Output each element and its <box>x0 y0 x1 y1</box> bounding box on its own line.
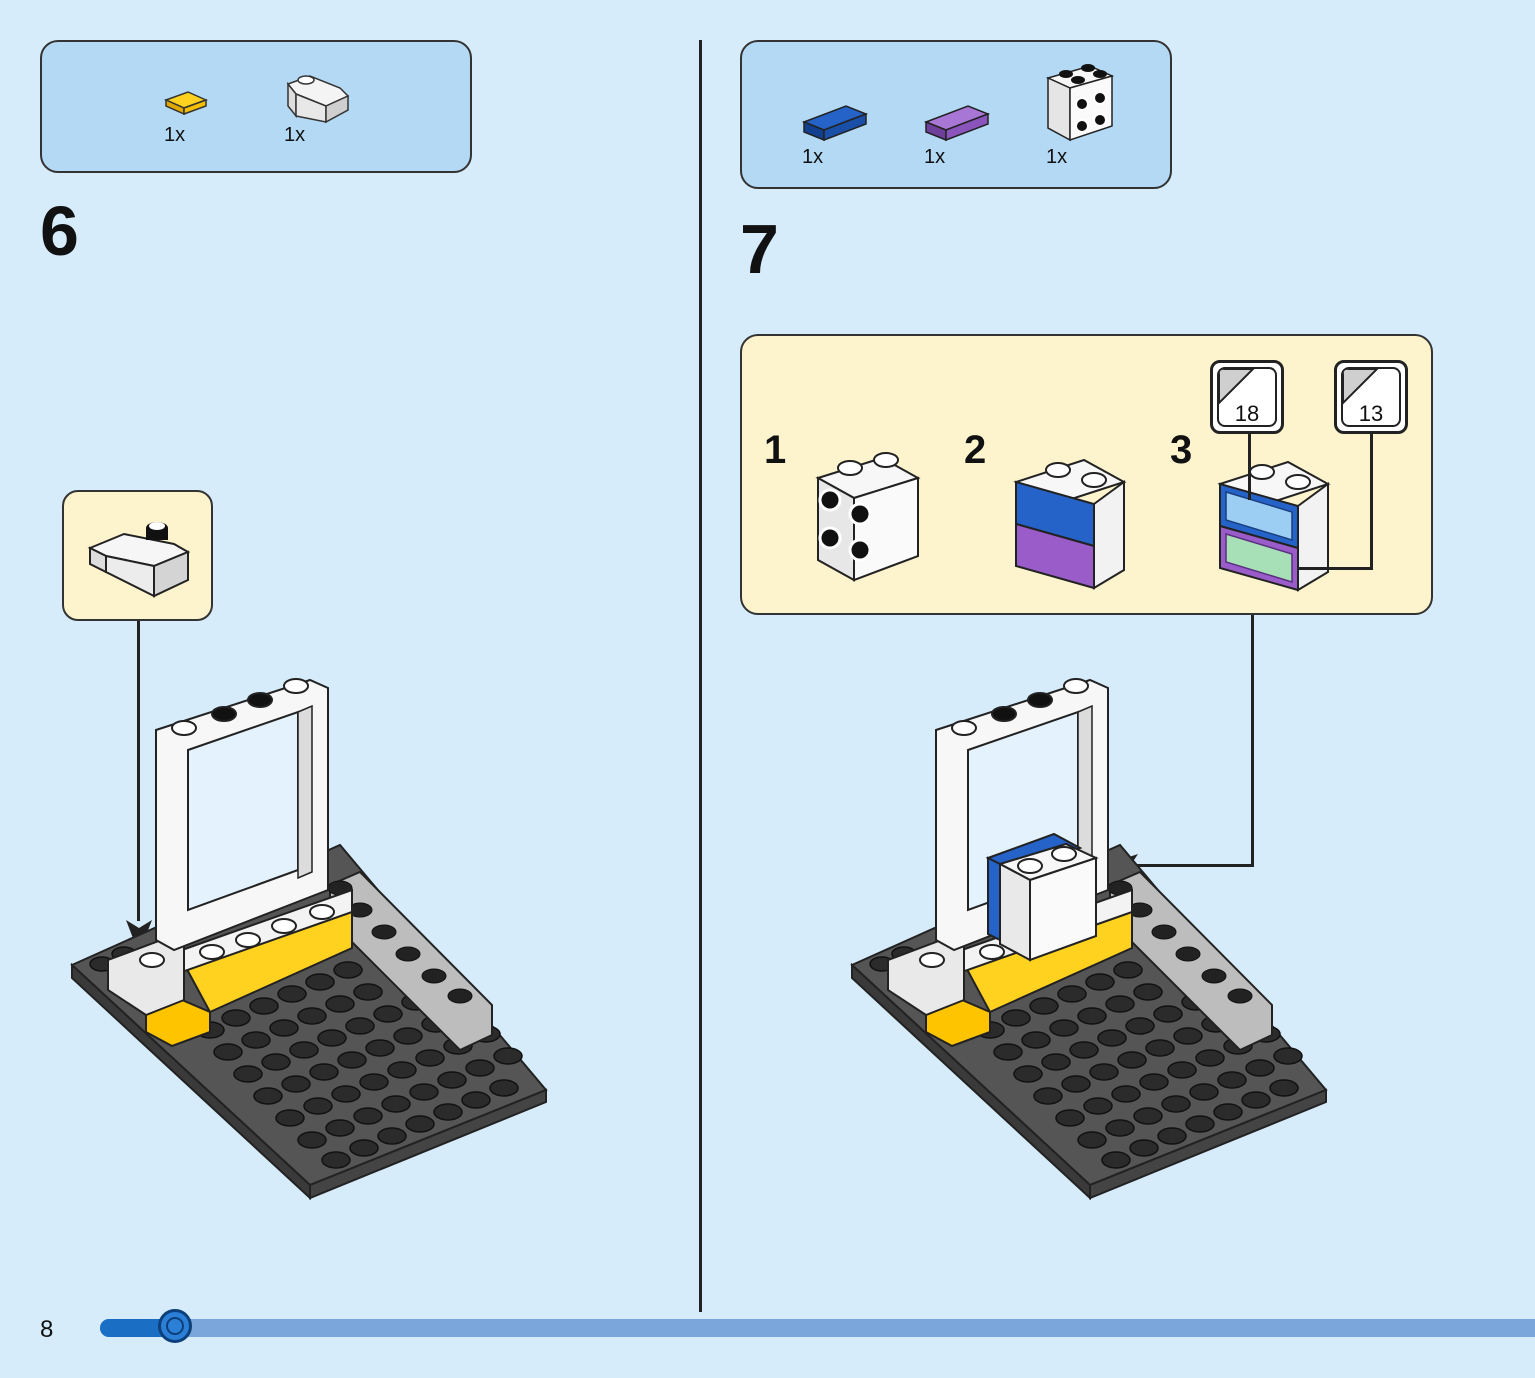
subassembly-pointer-line <box>1130 864 1254 867</box>
step-number: 7 <box>740 210 779 288</box>
sticker-number: 13 <box>1358 401 1384 426</box>
step7-model-illustration <box>850 678 1328 1201</box>
stickered-brick-icon <box>1217 460 1331 592</box>
sticker-reference-badge: 18 <box>1210 360 1284 434</box>
substep-number: 2 <box>964 428 987 472</box>
white-slope-brick-icon <box>286 75 350 124</box>
part-quantity: 1x <box>802 146 824 168</box>
step-number: 6 <box>40 192 79 270</box>
sticker-pointer-line <box>1298 567 1373 570</box>
subassembly-pointer-line <box>1251 615 1254 867</box>
part-quantity: 1x <box>924 146 946 168</box>
sticker-sheet-icon <box>1343 369 1379 405</box>
sticker-reference-badge: 13 <box>1334 360 1408 434</box>
sticker-pointer-line <box>1248 434 1251 500</box>
step6-callout-panel <box>62 490 213 621</box>
step6-parts-panel: 1x 1x <box>40 40 472 173</box>
part-quantity: 1x <box>164 124 186 146</box>
white-2x2-brick-icon <box>815 452 921 582</box>
sticker-number: 18 <box>1234 401 1260 426</box>
white-2x2-brick-icon <box>1045 64 1115 142</box>
progress-knob <box>158 1309 192 1343</box>
part-quantity: 1x <box>284 124 306 146</box>
sticker-pointer-line <box>1370 434 1373 568</box>
substep-number: 1 <box>764 428 787 472</box>
step7-subassembly-panel: 1 2 3 18 13 <box>740 334 1433 615</box>
sticker-sheet-icon <box>1219 369 1255 405</box>
progress-fill <box>100 1319 175 1337</box>
step7-parts-panel: 1x 1x 1x <box>740 40 1172 189</box>
purple-tile-icon <box>923 105 991 142</box>
yellow-tile-icon <box>163 91 209 116</box>
step-divider <box>699 40 702 1312</box>
blue-purple-brick-icon <box>1013 458 1127 590</box>
step6-model-illustration <box>70 678 548 1201</box>
page-number: 8 <box>40 1316 54 1343</box>
blue-tile-icon <box>801 105 869 142</box>
callout-pointer-line <box>137 621 140 921</box>
white-slope-brick-icon <box>87 522 191 598</box>
progress-track <box>100 1319 1535 1337</box>
substep-number: 3 <box>1170 428 1193 472</box>
part-quantity: 1x <box>1046 146 1068 168</box>
